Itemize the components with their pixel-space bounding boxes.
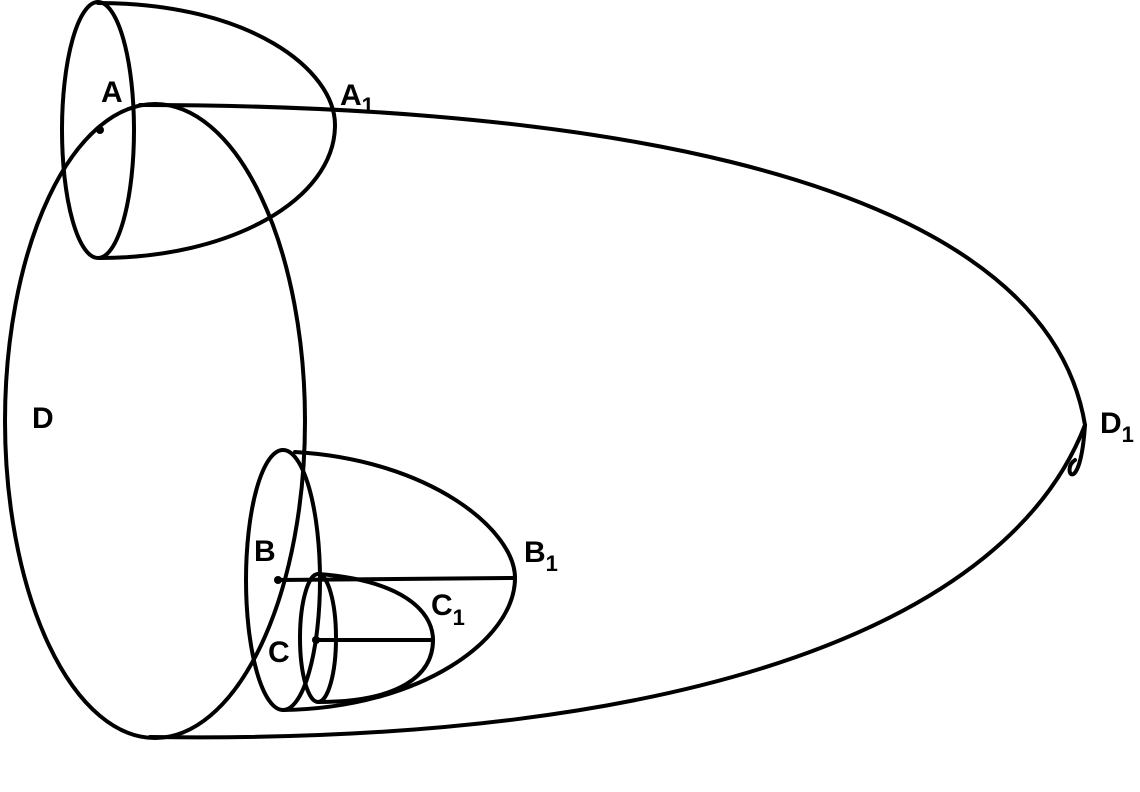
- surface-d-lower-edge: [148, 423, 1087, 740]
- point-b: [274, 576, 282, 584]
- point-a: [96, 126, 104, 134]
- surface-d-upper-edge: [138, 103, 1087, 427]
- label-c1: C1: [431, 589, 465, 630]
- label-d: D: [32, 402, 54, 435]
- cap-a-outer-edge: [96, 1, 337, 260]
- label-d1: D1: [1100, 407, 1134, 447]
- point-c: [312, 636, 320, 644]
- line-b-b1: [276, 576, 517, 582]
- label-b: B: [254, 535, 276, 568]
- label-b1: B1: [524, 536, 558, 576]
- surface-d-inner-edge: [1067, 423, 1087, 477]
- label-a1: A1: [340, 79, 374, 118]
- label-a: A: [101, 76, 123, 109]
- label-c: C: [268, 636, 290, 669]
